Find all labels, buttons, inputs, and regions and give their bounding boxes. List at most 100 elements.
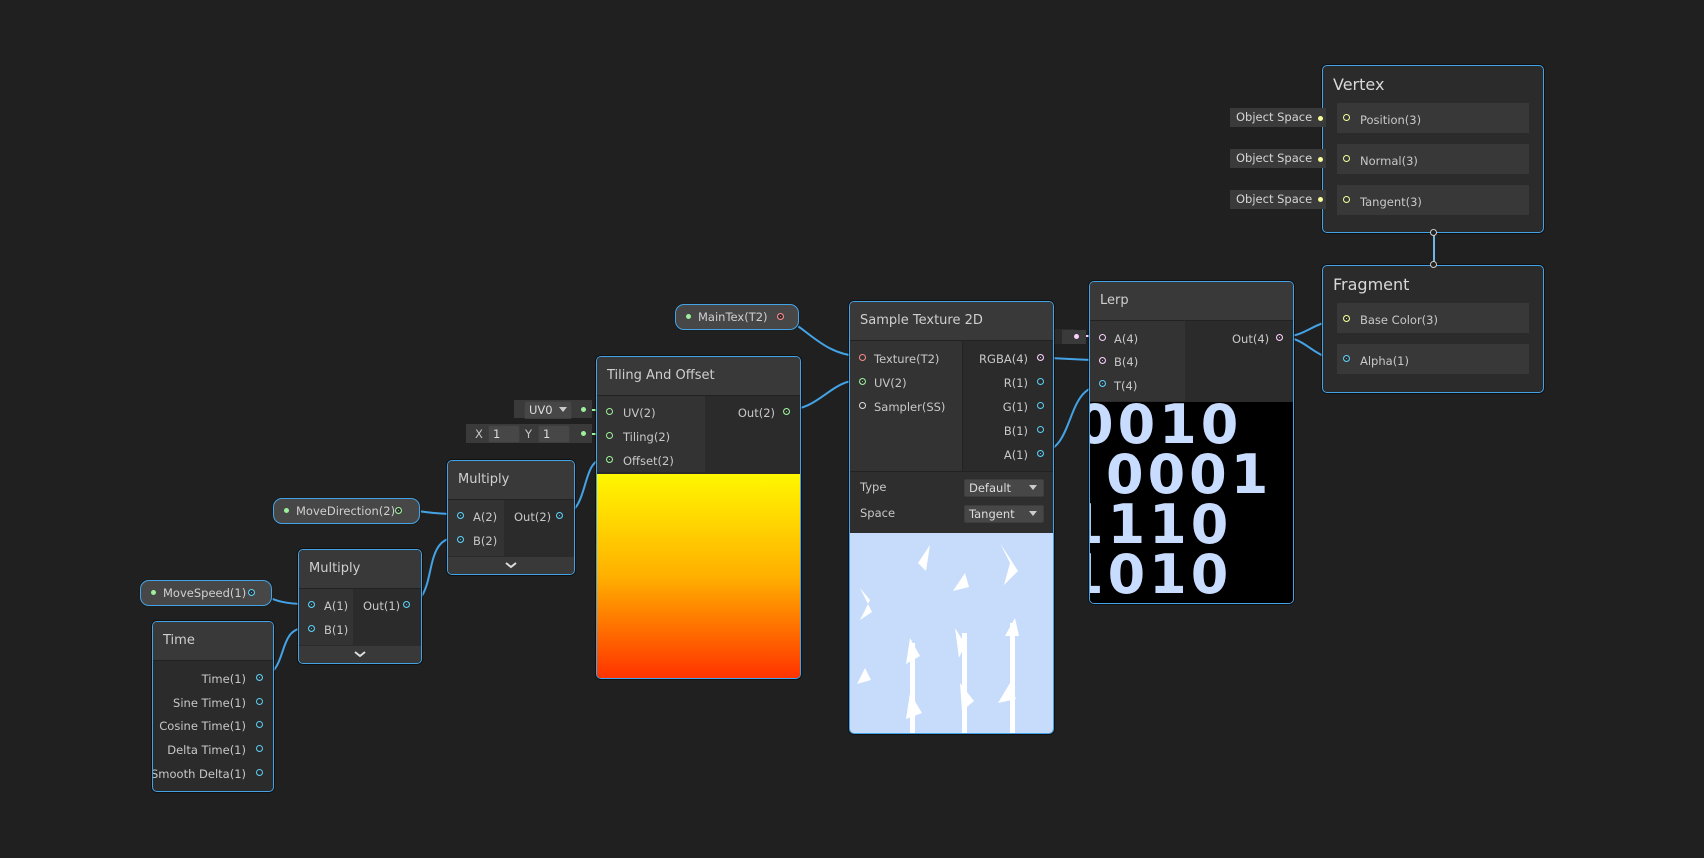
tangent-space-field[interactable]: Object Space	[1230, 190, 1326, 209]
tiling-and-offset-node[interactable]: Tiling And Offset UV(2) Tiling(2) Offset…	[596, 356, 801, 679]
space-value: Tangent	[969, 507, 1015, 521]
tiling-input-uv: UV(2)	[623, 406, 656, 420]
multiply-vector-title: Multiply	[448, 461, 574, 500]
output-g: G(1)	[1002, 400, 1028, 414]
multiply-b-port-icon[interactable]	[457, 536, 464, 543]
multiply-node-scalar[interactable]: Multiply A(1) B(1) Out(1)	[298, 549, 422, 664]
g-port-icon[interactable]	[1037, 402, 1044, 409]
output-delta-time: Delta Time(1)	[167, 743, 246, 757]
uv-channel-value: UV0	[529, 403, 553, 417]
lerp-node[interactable]: Lerp A(4) B(4) T(4) Out(4) 0010 0001 111…	[1089, 281, 1294, 604]
tiling-uv-port-icon[interactable]	[606, 408, 613, 415]
tiling-title: Tiling And Offset	[597, 357, 800, 396]
movespeed-out-port-icon[interactable]	[248, 589, 255, 596]
movespeed-label: MoveSpeed(1)	[163, 586, 247, 600]
multiply-input-a: A(2)	[473, 510, 498, 524]
chevron-down-icon	[505, 562, 517, 569]
tiling-tiling-port-icon[interactable]	[606, 432, 613, 439]
movedirection-out-port-icon[interactable]	[395, 507, 402, 514]
maintex-property[interactable]: MainTex(T2)	[675, 304, 799, 330]
r-port-icon[interactable]	[1037, 378, 1044, 385]
expand-button[interactable]	[299, 646, 421, 663]
tiling-x-field[interactable]: 1	[488, 425, 520, 443]
time-title: Time	[153, 622, 273, 661]
input-texture: Texture(T2)	[874, 352, 940, 366]
lerp-a-port-icon[interactable]	[1099, 334, 1106, 341]
smooth-delta-port-icon[interactable]	[256, 769, 263, 776]
delta-time-port-icon[interactable]	[256, 745, 263, 752]
type-value: Default	[969, 481, 1012, 495]
a-port-icon[interactable]	[1037, 450, 1044, 457]
lerp-title: Lerp	[1090, 282, 1293, 321]
sample-texture-2d-node[interactable]: Sample Texture 2D Texture(T2) UV(2) Samp…	[849, 301, 1054, 734]
b-port-icon[interactable]	[1037, 426, 1044, 433]
tiling-out-port-icon[interactable]	[783, 408, 790, 415]
multiply2-out-port-icon[interactable]	[403, 601, 410, 608]
vertex-node[interactable]: Vertex Position(3) Normal(3) Tangent(3)	[1322, 65, 1544, 233]
multiply2-a-port-icon[interactable]	[308, 601, 315, 608]
expand-button[interactable]	[448, 557, 574, 574]
chevron-down-icon	[559, 407, 567, 412]
multiply-node-vector[interactable]: Multiply A(2) B(2) Out(2)	[447, 460, 575, 575]
output-time: Time(1)	[201, 672, 246, 686]
output-b: B(1)	[1003, 424, 1028, 438]
chevron-down-icon	[1029, 511, 1037, 516]
lerp-out-port-icon[interactable]	[1276, 334, 1283, 341]
sampler-port-icon[interactable]	[859, 402, 866, 409]
chevron-down-icon	[354, 651, 366, 658]
tiling-input-tiling: Tiling(2)	[623, 430, 671, 444]
lerp-input-a: A(4)	[1114, 332, 1139, 346]
cosine-time-port-icon[interactable]	[256, 721, 263, 728]
multiply-a-port-icon[interactable]	[457, 512, 464, 519]
movedirection-label: MoveDirection(2)	[296, 504, 396, 518]
fragment-node[interactable]: Fragment Base Color(3) Alpha(1)	[1322, 265, 1544, 393]
movedirection-property[interactable]: MoveDirection(2)	[273, 498, 420, 524]
space-label: Space	[860, 506, 896, 520]
lerp-t-port-icon[interactable]	[1099, 380, 1106, 387]
tiling-output: Out(2)	[737, 406, 775, 420]
rgba-port-icon[interactable]	[1037, 354, 1044, 361]
fragment-flow-icon	[1430, 261, 1437, 268]
multiply2-b-port-icon[interactable]	[308, 625, 315, 632]
multiply2-input-a: A(1)	[324, 599, 349, 613]
movespeed-property[interactable]: MoveSpeed(1)	[140, 580, 272, 606]
alpha-port-icon[interactable]	[1343, 355, 1350, 362]
lerp-b-port-icon[interactable]	[1099, 357, 1106, 364]
port-position: Position(3)	[1360, 113, 1422, 127]
vertex-flow-icon	[1430, 229, 1437, 236]
output-cosine-time: Cosine Time(1)	[159, 719, 246, 733]
maintex-out-port-icon[interactable]	[777, 313, 784, 320]
type-label: Type	[860, 480, 887, 494]
normal-map-preview	[850, 533, 1053, 733]
output-smooth-delta: Smooth Delta(1)	[152, 767, 246, 781]
tiling-offset-port-icon[interactable]	[606, 456, 613, 463]
type-dropdown[interactable]: Default	[964, 479, 1044, 497]
space-dropdown[interactable]: Tangent	[964, 505, 1044, 523]
tiling-y-field[interactable]: 1	[538, 425, 570, 443]
sine-time-port-icon[interactable]	[256, 698, 263, 705]
uv-port-icon[interactable]	[859, 378, 866, 385]
port-tangent: Tangent(3)	[1360, 195, 1422, 209]
normal-port-icon[interactable]	[1343, 155, 1350, 162]
texture-port-icon[interactable]	[859, 354, 866, 361]
tangent-port-icon[interactable]	[1343, 196, 1350, 203]
basecolor-port-icon[interactable]	[1343, 315, 1350, 322]
time-node[interactable]: Time Time(1) Sine Time(1) Cosine Time(1)…	[152, 621, 274, 792]
position-space-field[interactable]: Object Space	[1230, 108, 1326, 127]
lerp-output: Out(4)	[1232, 332, 1270, 346]
position-port-icon[interactable]	[1343, 114, 1350, 121]
tiling-x-label: X	[475, 427, 483, 441]
multiply-out-port-icon[interactable]	[556, 512, 563, 519]
tiling-input-offset: Offset(2)	[623, 454, 674, 468]
output-r: R(1)	[1003, 376, 1028, 390]
tiling-y-label: Y	[525, 427, 533, 441]
output-sine-time: Sine Time(1)	[173, 696, 246, 710]
time-port-icon[interactable]	[256, 674, 263, 681]
normal-space-field[interactable]: Object Space	[1230, 149, 1326, 168]
input-sampler: Sampler(SS)	[874, 400, 946, 414]
uv-channel-dropdown[interactable]: UV0	[524, 401, 572, 419]
sample-texture-title: Sample Texture 2D	[850, 302, 1053, 341]
